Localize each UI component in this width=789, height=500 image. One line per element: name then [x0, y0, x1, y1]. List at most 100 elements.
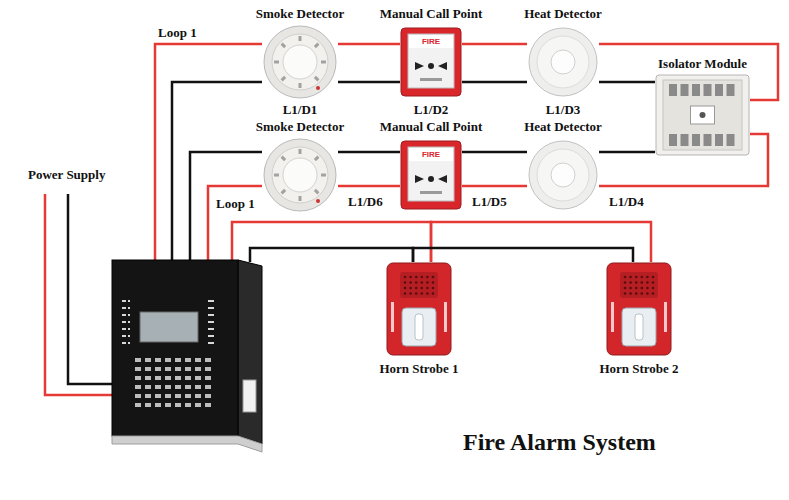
detector-slot: [299, 149, 302, 154]
grille-hole: [646, 292, 649, 295]
power-wire: [68, 194, 112, 384]
loop-wire: [155, 44, 262, 262]
grille-hole: [629, 276, 632, 279]
grille-hole: [409, 287, 412, 290]
panel-front: [112, 260, 238, 436]
device-name: Isolator Module: [658, 56, 747, 71]
grille-hole: [629, 292, 632, 295]
device-address: L1/D5: [472, 194, 507, 209]
device-name: Smoke Detector: [256, 6, 344, 21]
call-point-strip: [409, 148, 453, 161]
power-wire: [45, 194, 112, 395]
call-point-body: [401, 28, 461, 96]
heat-detector: Heat DetectorL1/D4: [527, 137, 599, 213]
isolator-drawing: [655, 74, 750, 156]
terminal: [669, 84, 677, 96]
smoke-detector-drawing: [262, 24, 338, 100]
press-dot: [428, 176, 434, 182]
panel-side: [238, 260, 262, 444]
loop-wire: [338, 151, 400, 154]
detector-sensor: [551, 163, 575, 187]
grille-hole: [421, 292, 424, 295]
grille-hole: [421, 276, 424, 279]
loop-wire: [338, 81, 400, 84]
loop-wire: [190, 152, 262, 262]
loop-wire: [462, 185, 527, 188]
grille-hole: [646, 276, 649, 279]
heat-detector-drawing: [527, 137, 599, 213]
detector-ring: [272, 147, 328, 203]
press-mark: [420, 191, 442, 194]
grille-hole: [409, 292, 412, 295]
grille-hole: [432, 287, 435, 290]
wire-label: Power Supply: [28, 167, 105, 182]
detector-slot: [274, 174, 279, 177]
grille-hole: [641, 276, 644, 279]
loop-wire-pair: [462, 44, 527, 82]
terminal: [669, 134, 677, 146]
grille-hole: [404, 292, 407, 295]
press-dot: [428, 63, 434, 69]
horn-body: [387, 263, 451, 355]
device-marking: FIRE: [422, 150, 440, 160]
device-address: L1/D6: [348, 194, 383, 209]
horn-strobe: Horn Strobe 1: [386, 262, 452, 356]
smoke-detector: Smoke DetectorL1/D1: [262, 24, 338, 100]
grille-hole: [426, 287, 429, 290]
terminal: [692, 84, 700, 96]
horn-side-mark: [444, 302, 447, 332]
loop-wire-pair: [338, 152, 400, 186]
smoke-detector: Smoke DetectorL1/D6: [262, 137, 338, 213]
grille-hole: [635, 287, 638, 290]
device-name: Heat Detector: [524, 6, 602, 21]
grille-hole: [624, 281, 627, 284]
terminal: [715, 134, 723, 146]
terminal: [715, 84, 723, 96]
sounder-wire: [250, 248, 413, 262]
detector-dome: [283, 158, 317, 192]
loop-wire: [599, 81, 655, 84]
manual-call-point: Manual Call PointL1/D5: [400, 137, 462, 213]
grille-hole: [415, 292, 418, 295]
device-name: Horn Strobe 1: [379, 361, 458, 376]
terminal: [727, 134, 735, 146]
grille-hole: [624, 276, 627, 279]
grille-hole: [635, 292, 638, 295]
device-name: Manual Call Point: [380, 6, 483, 21]
panel-leds: [122, 298, 130, 348]
detector-slot: [282, 190, 286, 194]
loop-wire: [599, 151, 655, 154]
strobe-tube: [415, 314, 423, 340]
horn-side-mark: [664, 302, 667, 332]
terminal: [681, 84, 689, 96]
detector-base: [264, 139, 336, 211]
panel-sticker: [243, 380, 256, 412]
grille-hole: [404, 276, 407, 279]
grille-hole: [415, 276, 418, 279]
grille-hole: [624, 292, 627, 295]
grille-hole: [635, 281, 638, 284]
isolator-frame: [663, 80, 742, 150]
loop-wire: [431, 222, 651, 262]
isolator-plate: [656, 75, 749, 155]
press-mark: [420, 78, 442, 81]
isolator-module: Isolator Module: [655, 74, 750, 156]
detector-slot: [299, 83, 302, 88]
grille-hole: [652, 287, 655, 290]
strobe-lens: [402, 308, 436, 346]
grille-hole: [629, 287, 632, 290]
grille-hole: [421, 287, 424, 290]
heat-detector: Heat DetectorL1/D3: [527, 24, 599, 100]
detector-slot: [315, 44, 319, 48]
strobe-tube: [635, 314, 643, 340]
horn-side-mark: [611, 302, 614, 332]
grille-hole: [432, 281, 435, 284]
horn-grille: [400, 272, 438, 298]
detector-slot: [282, 157, 286, 161]
detector-slot: [315, 77, 319, 81]
call-point-drawing: [400, 24, 462, 100]
detector-slot: [282, 77, 286, 81]
press-arrow: [438, 62, 447, 70]
heat-detector-drawing: [527, 24, 599, 100]
